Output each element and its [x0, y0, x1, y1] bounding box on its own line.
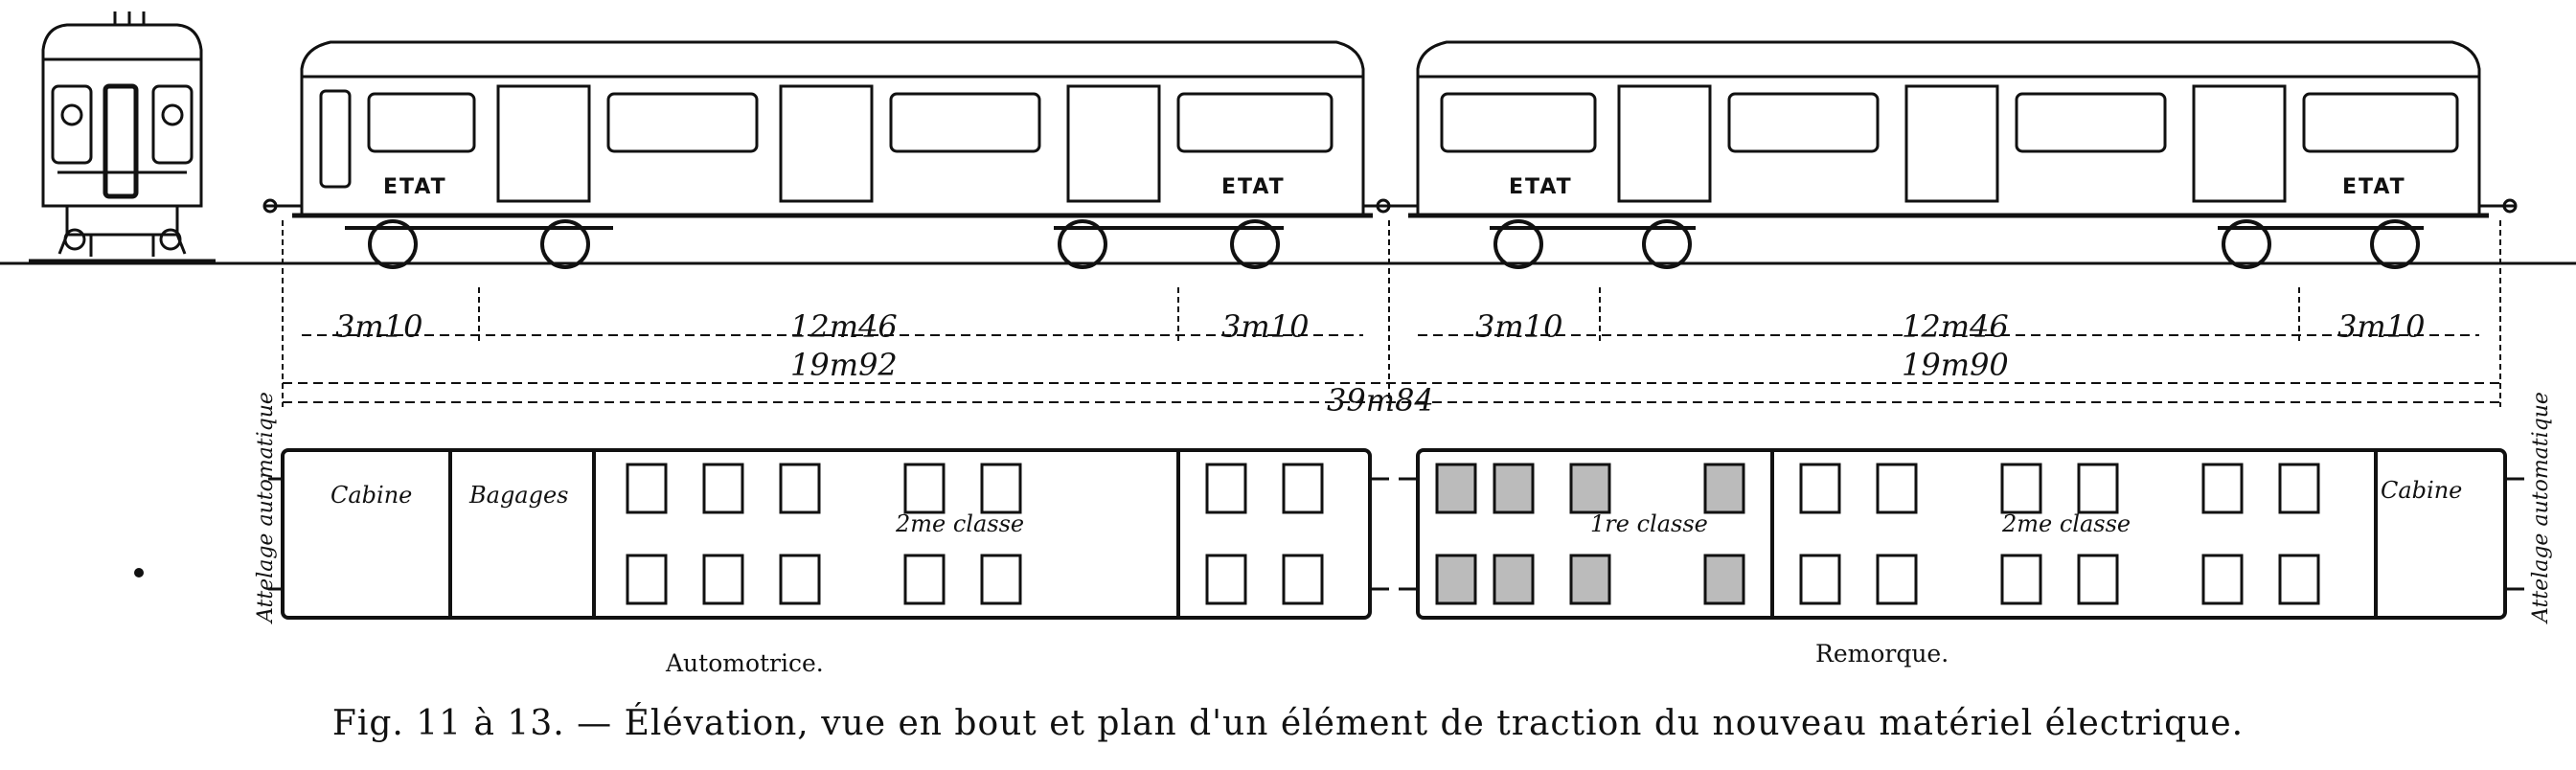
figure-caption: Fig. 11 à 13. — Élévation, vue en bout e… — [331, 704, 2245, 743]
attelage-right-label: Attelage automatique — [2529, 392, 2553, 623]
cabine-right-label: Cabine — [2381, 477, 2463, 504]
etat-label: ETAT — [2342, 175, 2406, 199]
classe1-label: 1re classe — [1590, 510, 1708, 537]
elevation-automotrice — [262, 40, 1391, 269]
classe2-left-label: 2me classe — [896, 510, 1025, 537]
plan-automotrice — [268, 448, 1389, 620]
attelage-left-label: Attelage automatique — [254, 392, 278, 623]
dim-car2-end-left: 3m10 — [1475, 308, 1563, 345]
dim-car1-end-right: 3m10 — [1221, 308, 1310, 345]
dim-car1-total: 19m92 — [790, 347, 898, 383]
dim-car2-end-right: 3m10 — [2337, 308, 2426, 345]
dimension-lines — [0, 220, 2576, 407]
etat-label: ETAT — [1221, 175, 1286, 199]
remorque-label: Remorque. — [1815, 640, 1949, 668]
dim-car1-end-left: 3m10 — [335, 308, 423, 345]
stray-dot — [134, 568, 144, 578]
plan-remorque — [1399, 448, 2524, 620]
etat-label: ETAT — [1509, 175, 1573, 199]
dim-car2-middle: 12m46 — [1902, 308, 2009, 345]
bagages-label: Bagages — [469, 482, 569, 509]
dim-overall: 39m84 — [1327, 382, 1434, 419]
etat-label: ETAT — [383, 175, 447, 199]
cabine-left-label: Cabine — [331, 482, 413, 509]
dim-car1-middle: 12m46 — [790, 308, 898, 345]
end-view — [29, 11, 216, 262]
elevation-remorque — [1389, 40, 2518, 269]
automotrice-label: Automotrice. — [666, 649, 824, 677]
dim-car2-total: 19m90 — [1902, 347, 2009, 383]
classe2-right-label: 2me classe — [2002, 510, 2131, 537]
